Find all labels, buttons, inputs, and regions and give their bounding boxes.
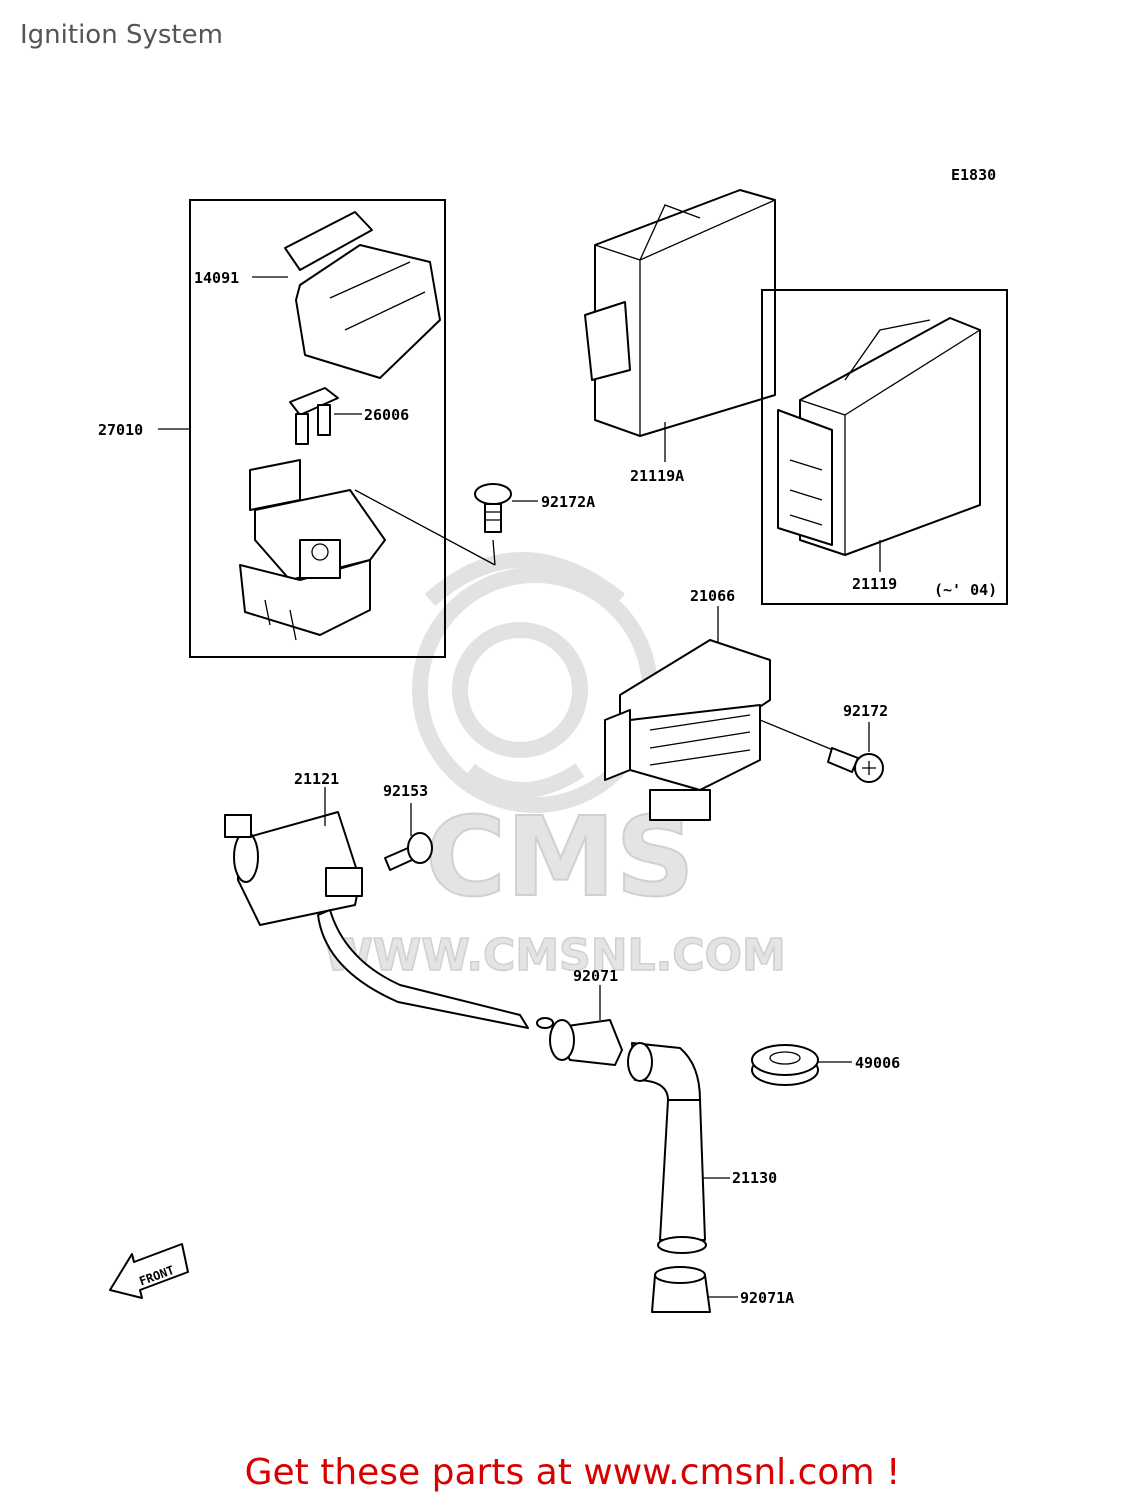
part-21119-igniter [777,317,981,556]
label-27010: 27010 [98,421,143,439]
parts-diagram: CMS WWW.CMSNL.COM E1830 27010 14091 2600… [98,166,1008,1313]
part-21121-coil [224,811,529,1029]
label-21119: 21119 [852,575,897,593]
label-14091: 14091 [194,269,239,287]
label-92153: 92153 [383,782,428,800]
part-92172-screw [827,747,884,783]
page-title: Ignition System [20,20,223,50]
front-arrow-icon: FRONT [109,1243,189,1299]
part-21119A-igniter [584,189,776,437]
label-21119A: 21119A [630,467,684,485]
part-92071A-boot [651,1266,711,1313]
footer-cta[interactable]: Get these parts at www.cmsnl.com ! [244,1452,901,1493]
label-49006: 49006 [855,1054,900,1072]
part-49006-grommet [751,1044,819,1086]
label-26006: 26006 [364,406,409,424]
group-box-21119 [761,289,1008,605]
part-92071-cap [536,1017,623,1066]
label-92071: 92071 [573,967,618,985]
part-26006-fuse [289,387,339,445]
label-21119-note: (~' 04) [934,581,997,599]
label-21066: 21066 [690,587,735,605]
part-14091-cover [284,211,441,379]
part-27010-relay [239,459,386,641]
diagram-code: E1830 [951,166,996,184]
label-92071A: 92071A [740,1289,794,1307]
label-92172: 92172 [843,702,888,720]
part-21066-regulator [604,639,771,821]
watermark-url: WWW.CMSNL.COM [324,930,786,981]
part-92153-bolt [384,832,433,871]
label-21130: 21130 [732,1169,777,1187]
part-92172A-bolt [474,483,512,533]
label-21121: 21121 [294,770,339,788]
part-21130-plugcap [627,1042,707,1254]
label-92172A: 92172A [541,493,595,511]
